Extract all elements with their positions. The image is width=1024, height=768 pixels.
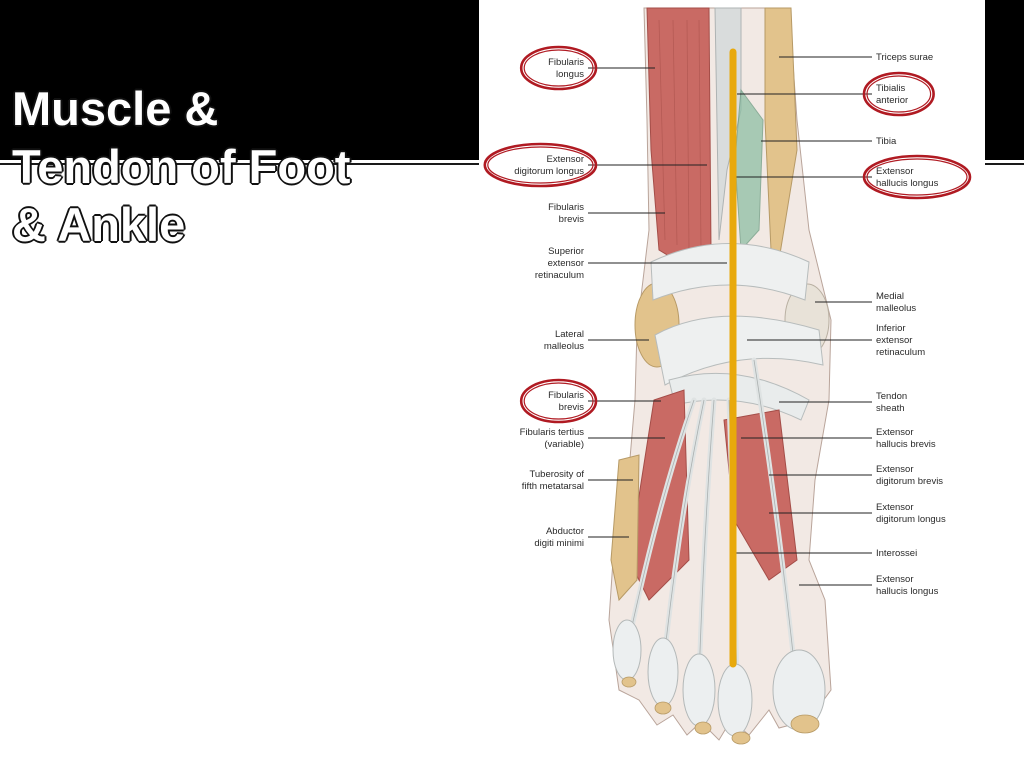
title-line-2: Tendon of Foot [11,139,351,193]
right-label-12-line-1: Extensor [876,574,914,585]
right-label-4-line-2: hallucis longus [876,178,939,189]
right-label-5-line-2: malleolus [876,303,916,314]
right-highlight-circle-4 [862,154,972,200]
left-label-3-line-2: brevis [559,214,585,225]
left-label-7-line-1: Fibularis tertius [520,427,585,438]
right-label-1-line-1: Triceps surae [876,52,933,63]
right-label-9-line-1: Extensor [876,464,914,475]
right-label-2-line-2: anterior [876,95,908,106]
right-label-11-line-1: Interossei [876,548,917,559]
left-label-3-line-1: Fibularis [548,202,584,213]
left-label-1-line-2: longus [556,69,584,80]
right-label-8-line-2: hallucis brevis [876,439,936,450]
left-label-5-line-2: malleolus [544,341,584,352]
right-label-10-line-2: digitorum longus [876,514,946,525]
left-label-8-line-2: fifth metatarsal [522,481,584,492]
right-highlight-circle-inner-2 [866,75,932,113]
right-label-11: Interossei [876,548,917,559]
left-label-4-line-3: retinaculum [535,270,584,281]
right-label-6-line-3: retinaculum [876,347,925,358]
left-label-7: Fibularis tertius(variable) [520,427,585,450]
right-highlight-circle-inner-4 [866,158,968,196]
left-highlight-circle-inner-1 [523,49,594,87]
right-highlight-circle-2 [862,71,935,117]
left-label-4-line-2: extensor [548,258,584,269]
left-label-9-line-1: Abductor [546,526,584,537]
label-leader-lines [588,56,872,586]
left-label-6-line-2: brevis [559,402,585,413]
right-label-7-line-1: Tendon [876,391,907,402]
right-label-10-line-1: Extensor [876,502,914,513]
right-label-2-line-1: Tibialis [876,83,905,94]
left-label-1-line-1: Fibularis [548,57,584,68]
right-label-6-line-1: Inferior [876,323,906,334]
left-label-5-line-1: Lateral [555,329,584,340]
slide-title: Muscle & Tendon of Foot & Ankle [11,80,472,254]
left-highlight-circle-inner-6 [523,382,594,420]
left-label-2-line-2: digitorum longus [514,166,584,177]
left-label-4-line-1: Superior [548,246,584,257]
left-label-9-line-2: digiti minimi [534,538,584,549]
right-label-3: Tibia [876,136,897,147]
left-label-8-line-1: Tuberosity of [529,469,584,480]
left-highlight-circle-6 [519,378,598,424]
right-label-12-line-2: hallucis longus [876,586,939,597]
right-label-6-line-2: extensor [876,335,912,346]
left-label-6-line-1: Fibularis [548,390,584,401]
left-highlight-circle-2 [483,142,598,188]
title-line-1: Muscle & [11,81,219,135]
left-highlight-circle-inner-2 [487,146,594,184]
right-label-4-line-1: Extensor [876,166,914,177]
right-label-5-line-1: Medial [876,291,904,302]
right-label-9-line-2: digitorum brevis [876,476,943,487]
left-highlight-circle-1 [519,45,598,91]
title-line-3: & Ankle [11,197,186,251]
highlight-circles [483,45,972,424]
left-label-2-line-1: Extensor [547,154,585,165]
left-label-7-line-2: (variable) [544,439,584,450]
right-label-8-line-1: Extensor [876,427,914,438]
right-label-3-line-1: Tibia [876,136,897,147]
right-label-7-line-2: sheath [876,403,905,414]
right-label-1: Triceps surae [876,52,933,63]
